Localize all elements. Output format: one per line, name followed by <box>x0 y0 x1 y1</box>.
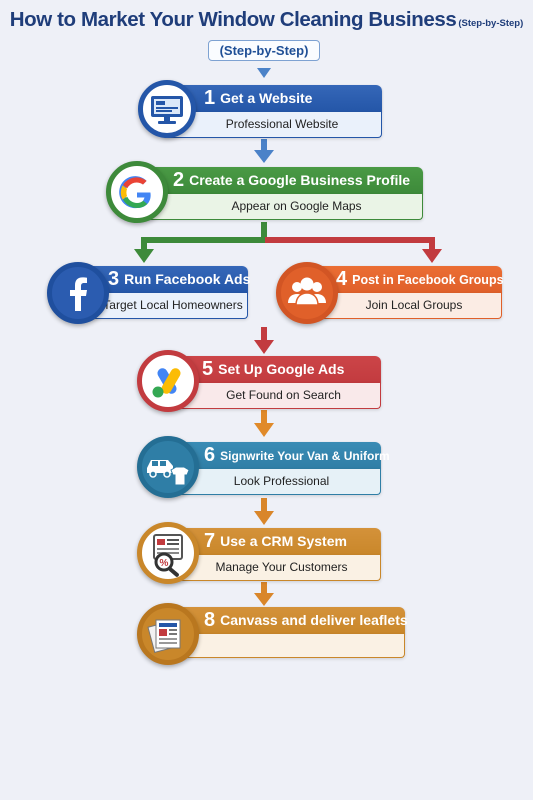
google-ads-icon <box>137 350 199 412</box>
step-5-title: Set Up Google Ads <box>218 361 345 377</box>
arrow-to-step-2 <box>254 150 274 163</box>
step-8-description <box>162 634 405 658</box>
arrow-to-step-6-stem <box>261 410 267 424</box>
crm-search-icon: % <box>137 522 199 584</box>
split-stem <box>261 222 267 240</box>
arrow-to-step-5 <box>254 340 274 354</box>
step-7-description: Manage Your Customers <box>162 555 381 581</box>
step-5-number: 5 <box>202 358 214 380</box>
arrow-to-step-6 <box>254 423 274 437</box>
step-2-number: 2 <box>173 169 185 191</box>
arrow-to-step-3 <box>134 249 154 263</box>
group-people-icon <box>276 262 338 324</box>
step-6-title: Signwrite Your Van & Uniform <box>220 449 390 463</box>
step-1-title: Get a Website <box>220 90 313 106</box>
split-left-drop <box>141 237 147 251</box>
step-6-number: 6 <box>204 444 216 466</box>
arrow-to-step-7 <box>254 511 274 525</box>
step-8-title: Canvass and deliver leaflets <box>220 612 408 628</box>
svg-text:%: % <box>160 558 169 569</box>
facebook-icon <box>47 262 109 324</box>
step-4-header: 4 Post in Facebook Groups <box>296 266 504 293</box>
step-6: 6 Signwrite Your Van & Uniform Look Profe… <box>162 442 390 497</box>
step-1-description: Professional Website <box>162 112 382 138</box>
title-text: How to Market Your Window Cleaning Busin… <box>9 8 457 31</box>
step-7-number: 7 <box>204 530 216 552</box>
step-1-number: 1 <box>204 87 216 109</box>
step-2-title: Create a Google Business Profile <box>189 172 411 188</box>
step-6-description: Look Professional <box>162 469 381 495</box>
arrow-to-step-8-stem <box>261 582 267 594</box>
arrow-to-step-7-stem <box>261 498 267 512</box>
step-7-title: Use a CRM System <box>220 533 347 549</box>
step-2-description: Appear on Google Maps <box>140 194 423 220</box>
split-right-bar <box>265 237 435 243</box>
van-shirt-icon <box>137 436 199 498</box>
arrow-to-step-2-stem <box>261 139 267 151</box>
step-4-title: Post in Facebook Groups <box>352 273 504 287</box>
split-left-bar <box>141 237 265 243</box>
arrow-to-step-5-stem <box>261 327 267 341</box>
step-4-number: 4 <box>336 268 348 290</box>
title-suffix: (Step-by-Step) <box>458 18 524 29</box>
google-g-icon <box>106 161 168 223</box>
subtitle-badge: (Step-by-Step) <box>208 40 320 61</box>
arrow-to-step-4 <box>422 249 442 263</box>
monitor-icon <box>138 80 196 138</box>
page-title: How to Market Your Window Cleaning Busin… <box>0 8 533 32</box>
arrow-to-step-8 <box>254 593 274 606</box>
leaflets-icon <box>137 603 199 665</box>
arrow-to-step-1 <box>257 68 271 78</box>
step-8-number: 8 <box>204 609 216 631</box>
split-right-drop <box>429 237 435 251</box>
step-5-description: Get Found on Search <box>162 383 381 409</box>
step-3-number: 3 <box>108 268 120 290</box>
step-3-title: Run Facebook Ads <box>124 271 251 287</box>
